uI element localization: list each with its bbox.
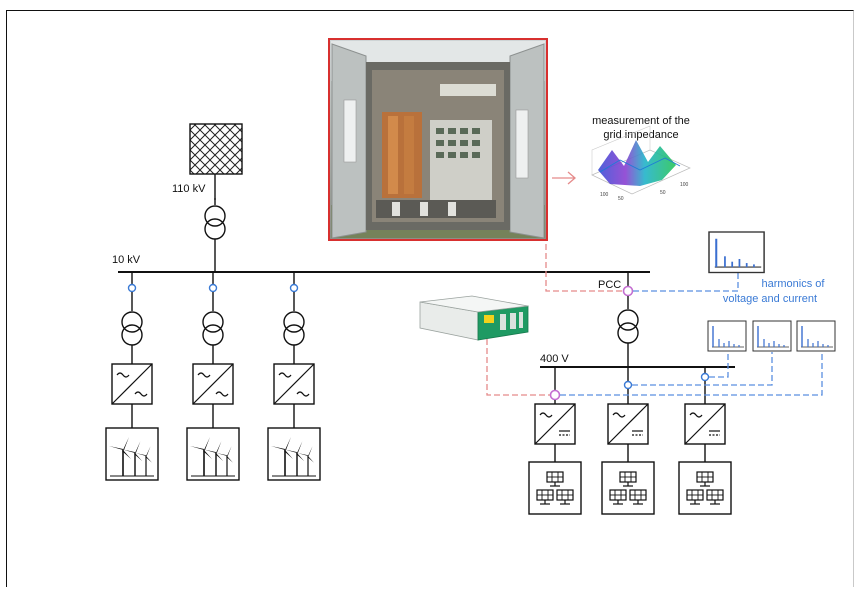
wind-feeder-2: [187, 272, 239, 480]
inverter-icon: [534, 403, 576, 445]
pcc-label: PCC: [598, 279, 621, 291]
mv-voltage-label: 10 kV: [112, 254, 141, 266]
solar-panel-icon: [602, 462, 654, 514]
inverter-icon: [273, 363, 315, 405]
solar-panel-icon: [529, 462, 581, 514]
measurement-signal-lines: [486, 171, 823, 396]
wind-turbine-icon: [268, 428, 320, 480]
inverter-icon: [607, 403, 649, 445]
harmonics-label-line2: voltage and current: [723, 293, 817, 305]
svg-text:50: 50: [660, 190, 666, 196]
svg-text:100: 100: [600, 192, 609, 198]
lv-voltage-label: 400 V: [540, 353, 569, 365]
inverter-icon: [111, 363, 153, 405]
harmonics-label-line1: harmonics of: [762, 278, 826, 290]
harmonics-spectrum-pcc-icon: [707, 230, 766, 274]
measurement-point-icon: [289, 283, 299, 293]
measurement-point-icon: [700, 372, 710, 382]
measurement-point-icon: [208, 283, 218, 293]
hv-grid-icon: [189, 123, 243, 175]
transformer-icon: [202, 303, 224, 353]
wind-turbine-icon: [106, 428, 158, 480]
lv-transformer-icon: [617, 301, 639, 351]
impedance-label-line1: measurement of the: [592, 115, 690, 127]
svg-text:100: 100: [680, 182, 689, 188]
inverter-icon: [684, 403, 726, 445]
harmonics-spectrum-icon: [796, 320, 836, 352]
transformer-icon: [283, 303, 305, 353]
transformer-icon: [121, 303, 143, 353]
wind-feeder-3: [268, 272, 320, 480]
figure-frame: [6, 10, 854, 587]
measurement-point-icon: [623, 380, 633, 390]
solar-panel-icon: [679, 462, 731, 514]
harmonics-spectrum-icon: [707, 320, 747, 352]
test-container-photo: [328, 38, 548, 241]
measurement-point-icon: [549, 389, 561, 401]
impedance-3d-plot-icon: 100 50 50 100: [591, 125, 691, 202]
main-transformer-icon: [204, 197, 226, 247]
impedance-label-line2: grid impedance: [603, 129, 678, 141]
power-analyzer-device: [419, 295, 529, 341]
inverter-icon: [192, 363, 234, 405]
svg-text:50: 50: [618, 196, 624, 202]
wind-turbine-icon: [187, 428, 239, 480]
pv-feeder-3: [679, 367, 731, 514]
pcc-measurement-point-icon: [622, 285, 634, 297]
measurement-point-icon: [127, 283, 137, 293]
pv-feeder-1: [529, 367, 581, 514]
harmonics-spectrum-icon: [752, 320, 792, 352]
hv-voltage-label: 110 kV: [172, 183, 206, 195]
pv-feeder-2: [602, 367, 654, 514]
wind-feeder-1: [106, 272, 158, 480]
